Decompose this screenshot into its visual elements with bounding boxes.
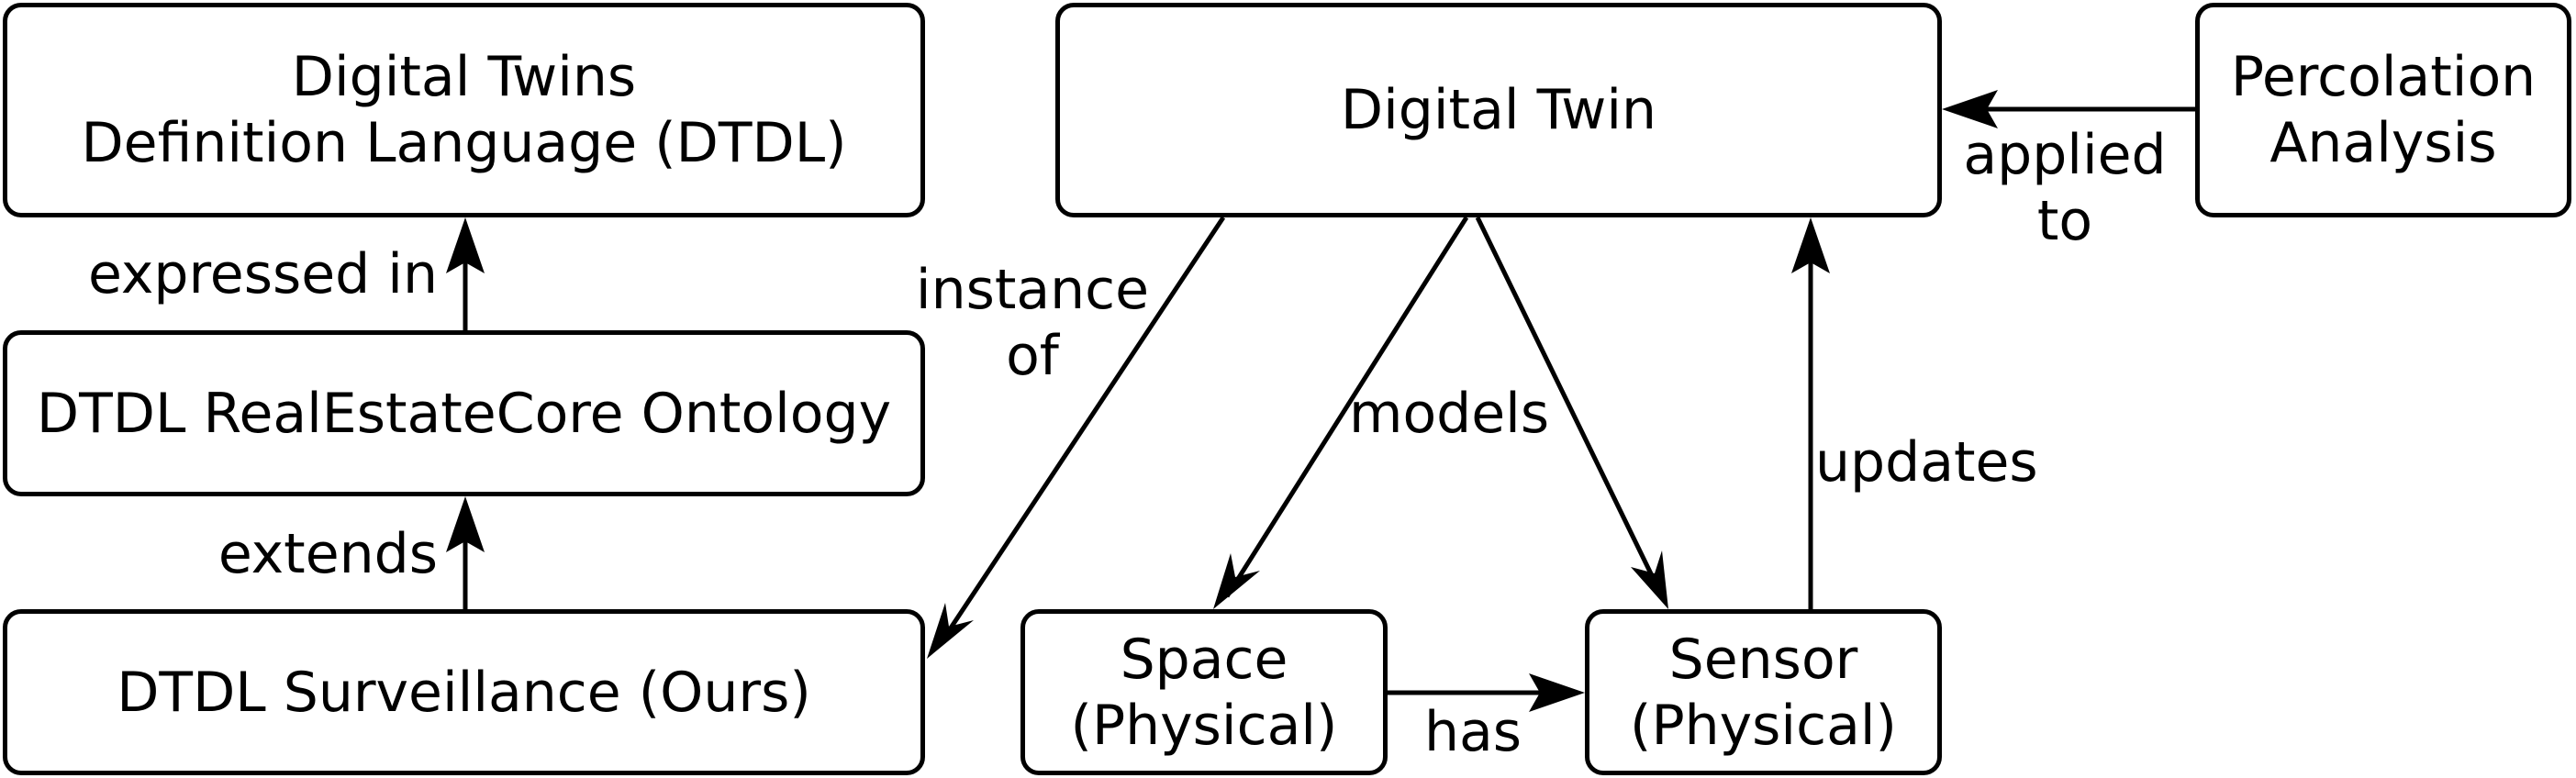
- node-space: Space (Physical): [1020, 609, 1388, 775]
- node-sensor-line2: (Physical): [1630, 693, 1897, 758]
- edge-label-has: has: [1424, 700, 1522, 764]
- edge-instance-of: [927, 216, 1226, 659]
- node-percolation-line1: Percolation: [2230, 45, 2537, 109]
- node-dtdl: Digital Twins Definition Language (DTDL): [3, 3, 925, 217]
- edge-has: [1388, 673, 1585, 712]
- node-sensor: Sensor (Physical): [1585, 609, 1942, 775]
- node-sensor-line1: Sensor: [1668, 627, 1858, 692]
- node-realestatecore-line1: DTDL RealEstateCore Ontology: [36, 381, 892, 446]
- edge-label-applied-to-line1: applied: [1963, 123, 2167, 187]
- edge-label-expressed-in: expressed in: [87, 242, 438, 306]
- edge-label-instance-of-line1: instance: [915, 258, 1150, 322]
- node-digital-twin-line1: Digital Twin: [1340, 78, 1657, 142]
- edge-label-models: models: [1349, 382, 1550, 446]
- edge-label-applied-to-line2: to: [2036, 189, 2093, 253]
- node-dtdl-line2: Definition Language (DTDL): [81, 111, 847, 175]
- edge-updates: [1791, 217, 1830, 609]
- node-surveillance: DTDL Surveillance (Ours): [3, 609, 925, 775]
- node-realestatecore: DTDL RealEstateCore Ontology: [3, 330, 925, 496]
- edge-extends: [446, 496, 485, 609]
- edge-label-instance-of-line2: of: [1006, 324, 1059, 388]
- edge-applied-to: [1942, 90, 2195, 128]
- edge-models-sensor: [1475, 216, 1668, 609]
- node-surveillance-line1: DTDL Surveillance (Ours): [117, 660, 811, 725]
- edge-expressed-in: [446, 217, 485, 330]
- node-percolation-line2: Analysis: [2269, 111, 2497, 175]
- node-digital-twin: Digital Twin: [1055, 3, 1942, 217]
- edge-label-updates: updates: [1815, 430, 2038, 495]
- node-percolation: Percolation Analysis: [2195, 3, 2571, 217]
- edge-label-extends: extends: [217, 522, 438, 586]
- edge-label-instance-of: instance of: [909, 257, 1156, 389]
- node-space-line2: (Physical): [1070, 693, 1338, 758]
- node-space-line1: Space: [1120, 627, 1288, 692]
- edge-label-applied-to: applied to: [1955, 122, 2175, 254]
- node-dtdl-line1: Digital Twins: [291, 45, 637, 109]
- edge-models-space: [1213, 216, 1469, 609]
